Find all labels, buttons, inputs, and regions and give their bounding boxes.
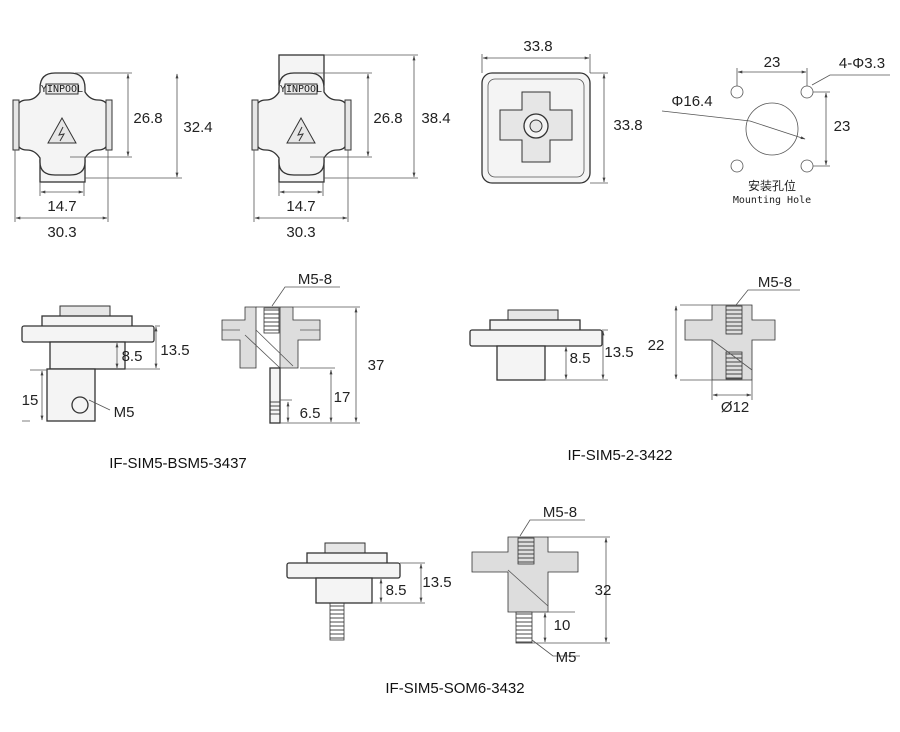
logo: YINPOOL bbox=[280, 84, 322, 95]
dim-inner: 26.8 bbox=[133, 110, 162, 127]
dim-width: 33.8 bbox=[523, 38, 552, 55]
title-en: Mounting Hole bbox=[733, 195, 811, 206]
mounting-hole-diagram: 23 4-Φ3.3 Φ16.4 23 安装孔位 Mounting Hole bbox=[661, 54, 890, 206]
dim-total: 32 bbox=[595, 582, 612, 599]
model-1-section-view: M5-8 37 17 6.5 bbox=[221, 271, 385, 424]
model-1-name: IF-SIM5-BSM5-3437 bbox=[109, 455, 247, 472]
dim-a: 8.5 bbox=[386, 582, 407, 599]
dim-width: 30.3 bbox=[286, 224, 315, 241]
dim-center-hole: Φ16.4 bbox=[671, 93, 712, 110]
model-3-section-view: M5-8 32 10 M5 bbox=[471, 504, 612, 666]
dim-height: 32.4 bbox=[183, 119, 212, 136]
dim-v-spacing: 23 bbox=[834, 118, 851, 135]
dim-a: 8.5 bbox=[570, 350, 591, 367]
dim-height: 38.4 bbox=[421, 110, 450, 127]
thread-label: M5-8 bbox=[543, 504, 577, 521]
dim-height: 22 bbox=[648, 337, 665, 354]
top-square-view: 33.8 33.8 bbox=[481, 38, 643, 184]
dim-inner: 26.8 bbox=[373, 110, 402, 127]
dim-thread: 10 bbox=[554, 617, 571, 634]
model-1-side-view: 8.5 13.5 15 M5 bbox=[21, 305, 190, 422]
model-2-side-view: 8.5 13.5 bbox=[469, 309, 634, 381]
thread-label: M5-8 bbox=[758, 274, 792, 291]
dim-height: 33.8 bbox=[613, 117, 642, 134]
model-2-section-view: M5-8 22 Ø12 bbox=[648, 274, 800, 416]
hole-label: M5 bbox=[114, 404, 135, 421]
stud-label: M5 bbox=[556, 649, 577, 666]
dim-neck: 14.7 bbox=[47, 198, 76, 215]
dim-h-spacing: 23 bbox=[764, 54, 781, 71]
model-2-name: IF-SIM5-2-3422 bbox=[567, 447, 672, 464]
dim-total: 37 bbox=[368, 357, 385, 374]
thread-label: M5-8 bbox=[298, 271, 332, 288]
dim-thread: 6.5 bbox=[300, 405, 321, 422]
front-view-2: YINPOOL 26.8 38.4 14.7 30.3 bbox=[251, 54, 451, 241]
dim-a: 8.5 bbox=[122, 348, 143, 365]
dim-shaft: 15 bbox=[22, 392, 39, 409]
model-3-name: IF-SIM5-SOM6-3432 bbox=[385, 680, 524, 697]
model-3-side-view: 8.5 13.5 bbox=[286, 542, 452, 641]
dim-b: 13.5 bbox=[604, 344, 633, 361]
dim-stud: 17 bbox=[334, 389, 351, 406]
logo: YINPOOL bbox=[41, 84, 83, 95]
front-view-1: YINPOOL 26.8 32.4 14.7 30.3 bbox=[12, 72, 213, 241]
dim-dia: Ø12 bbox=[721, 399, 749, 416]
dim-width: 30.3 bbox=[47, 224, 76, 241]
dim-b: 13.5 bbox=[160, 342, 189, 359]
dim-small-holes: 4-Φ3.3 bbox=[839, 55, 885, 72]
title-cn: 安装孔位 bbox=[748, 178, 796, 193]
dim-b: 13.5 bbox=[422, 574, 451, 591]
dim-neck: 14.7 bbox=[286, 198, 315, 215]
